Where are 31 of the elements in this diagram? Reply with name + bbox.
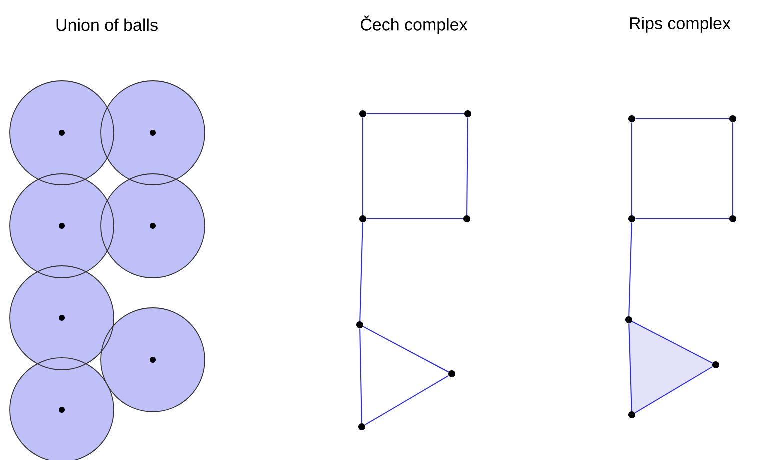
- vertex-dot: [730, 216, 736, 222]
- simplex-edge: [466, 117, 468, 216]
- vertex-dot: [360, 216, 366, 222]
- vertex-dot: [356, 322, 364, 328]
- simplex-edge: [635, 118, 730, 120]
- panel-title: Čech complex: [361, 16, 468, 34]
- vertex-dot: [628, 116, 636, 122]
- simplex-edge: [364, 375, 450, 426]
- vertex-dot: [628, 216, 636, 222]
- vertex-dot: [464, 216, 470, 222]
- vertex-dot: [464, 110, 472, 118]
- simplex-edge: [362, 117, 364, 216]
- simplex-edge: [360, 222, 364, 322]
- simplex-edge: [732, 122, 734, 216]
- panel-title: Union of balls: [56, 18, 158, 32]
- simplex-edge: [628, 222, 632, 317]
- simplex-edge: [360, 328, 362, 424]
- vertex-dot: [448, 370, 456, 378]
- simplex-edge: [362, 326, 450, 373]
- vertex-dot: [730, 116, 736, 122]
- vertex-dot: [358, 423, 366, 430]
- simplex-edge: [634, 366, 714, 414]
- simplex-edge: [366, 218, 464, 220]
- vertex-dot: [712, 362, 720, 368]
- simplex-edge: [632, 321, 714, 364]
- panel-title: Rips complex: [630, 17, 731, 33]
- simplex-edge: [628, 323, 632, 412]
- vertex-dot: [626, 316, 632, 324]
- simplex-edge: [635, 218, 730, 220]
- vertex-dot: [628, 411, 636, 418]
- vertex-dot: [360, 110, 366, 118]
